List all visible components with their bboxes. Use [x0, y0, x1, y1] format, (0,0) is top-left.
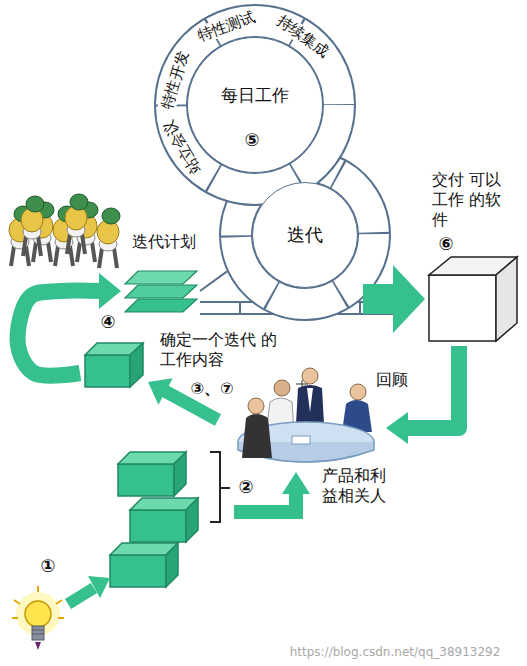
arrowhead	[386, 412, 408, 444]
review-arrow	[386, 346, 459, 444]
idea-bulb	[12, 586, 64, 650]
idea-bulb-part	[32, 630, 44, 634]
callout-number: ⑤	[244, 129, 259, 151]
idea-arrow-part	[88, 576, 110, 598]
connector-line	[407, 346, 459, 428]
iteration-scope-box-shape-part	[85, 355, 130, 387]
delivery-arrow	[363, 265, 425, 333]
stakeholder-meeting-shape-part	[274, 380, 290, 396]
stakeholder-meeting-shape-part	[296, 385, 324, 424]
deliverable-cube: 交付 可以工作 的软件	[428, 256, 518, 342]
stakeholder-meeting-shape-part	[302, 368, 318, 384]
deliverable-cube-shape-part	[496, 257, 517, 341]
watermark: https://blog.csdn.net/qq_38913292	[290, 645, 501, 659]
iteration-plan-stack-shape-part	[125, 271, 197, 284]
idea-bulb-part	[32, 626, 44, 640]
stakeholder-meeting: 产品和利 益相关人	[222, 362, 382, 468]
arrowhead	[393, 265, 425, 333]
deliverable-cube-shape	[428, 256, 518, 342]
connector-line	[200, 271, 227, 291]
iteration-plan-stack-shape-part	[125, 285, 197, 298]
iteration-scope-box: 确定一个迭代 的工作内容	[84, 342, 144, 388]
iteration-plan-stack: 迭代计划	[124, 268, 198, 314]
idea-arrow	[68, 576, 110, 604]
scrum-team-illustration-part	[21, 196, 44, 256]
stakeholder-meeting-shape-part	[307, 388, 313, 412]
callout-number: ⑥	[438, 233, 453, 255]
stakeholder-meeting-shape	[222, 362, 382, 468]
deliverable-cube-shape-part	[429, 275, 496, 341]
node-heading: 迭代计划	[132, 232, 222, 252]
plan-to-iteration-line	[200, 271, 227, 291]
backlog-bracket	[210, 452, 230, 522]
callout-number: ④	[100, 311, 115, 333]
arrowhead	[99, 273, 121, 309]
iteration-plan-stack-shape	[124, 268, 198, 314]
iteration-scope-box-shape-part	[130, 343, 143, 387]
iteration-plan-stack-shape-part	[125, 299, 197, 312]
node-label: 迭代	[287, 224, 323, 247]
product-backlog-stack	[110, 452, 198, 587]
product-backlog-stack-part	[118, 452, 186, 496]
callout-number: ①	[40, 555, 55, 577]
stakeholder-meeting-shape-part	[242, 414, 272, 458]
product-backlog-stack-part	[130, 498, 198, 542]
product-backlog-stack-part	[110, 543, 178, 587]
scrum-team-illustration-part	[65, 194, 88, 254]
node-heading: 产品和利 益相关人	[322, 466, 400, 506]
scrum-team-illustration	[9, 194, 120, 268]
node-heading: 确定一个迭代 的工作内容	[160, 330, 288, 370]
connector-line	[363, 284, 394, 314]
daily-work-circle: 每日工作	[187, 37, 323, 173]
idea-bulb-part	[35, 642, 41, 650]
arrowhead	[148, 378, 173, 404]
backlog-arrow	[234, 472, 310, 512]
edge-label: 回顾	[376, 370, 408, 389]
idea-bulb-part	[25, 601, 51, 627]
scrum-team-illustration-part	[97, 208, 120, 268]
callout-number: ③、⑦	[190, 379, 233, 398]
node-label: 每日工作	[221, 85, 289, 106]
stakeholder-meeting-shape-part	[350, 384, 366, 400]
idea-arrow-part	[68, 588, 94, 604]
backlog-arrow-part	[282, 472, 310, 494]
iteration-scope-box-shape	[84, 342, 144, 388]
node-heading: 交付 可以工作 的软件	[432, 170, 508, 230]
stakeholder-meeting-shape-part	[292, 436, 310, 444]
callout-number: ②	[238, 476, 253, 498]
iteration-circle: 迭代	[252, 182, 358, 288]
stakeholder-meeting-shape-part	[248, 398, 264, 414]
